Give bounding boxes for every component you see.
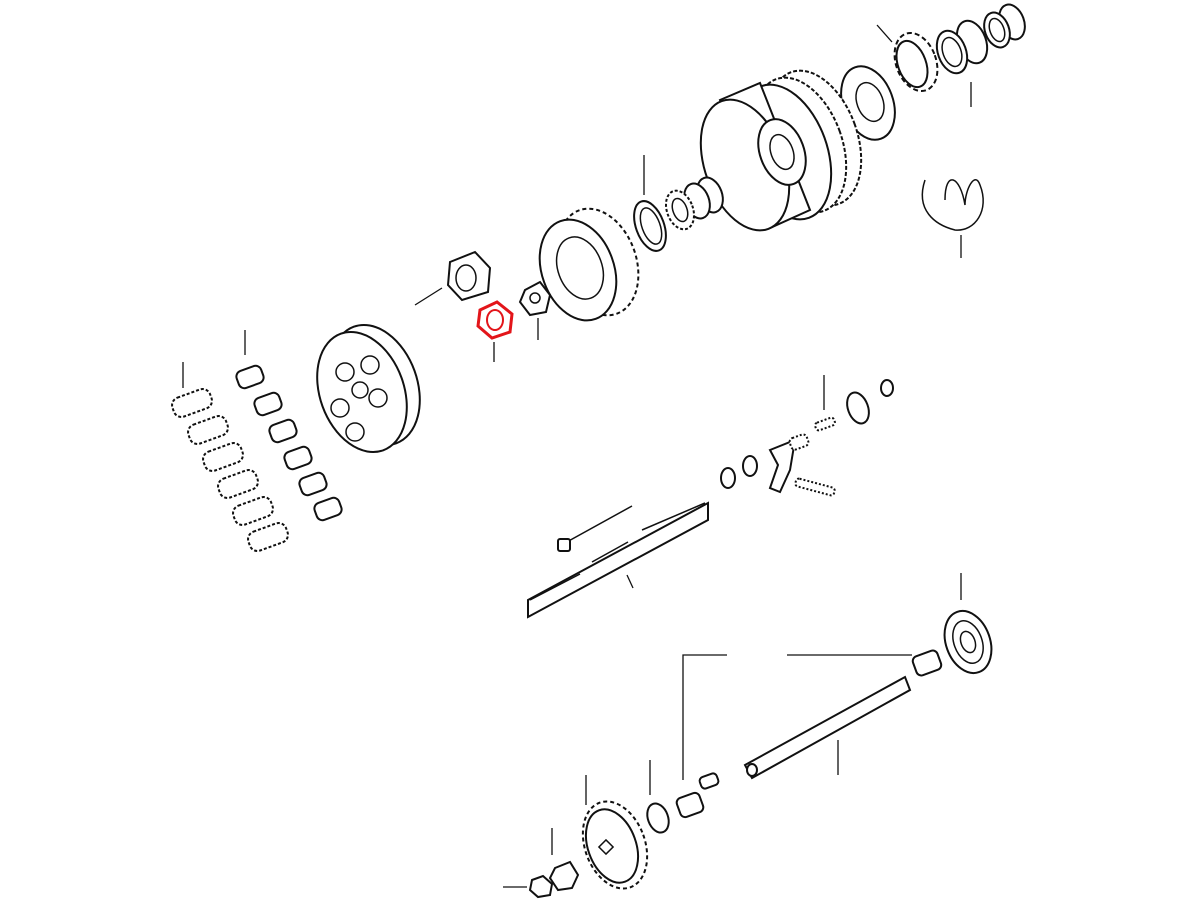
clutch-spring: [232, 496, 274, 526]
leader-line: [414, 287, 443, 306]
leader-line: [682, 654, 727, 780]
bushing: [911, 649, 943, 677]
release-mechanism: [720, 379, 894, 497]
clutch-spring: [247, 522, 289, 552]
spring-cup: [283, 445, 313, 471]
clutch-springs: [171, 388, 289, 552]
spring-cup: [268, 418, 298, 444]
ring: [633, 200, 667, 252]
washer: [720, 467, 736, 489]
hub-nut: [446, 250, 492, 302]
push-rod-with-head: [564, 505, 633, 544]
kickstart-assembly: [528, 610, 993, 899]
kickstart-spring: [943, 610, 993, 674]
needle-bearing: [664, 189, 696, 231]
washer: [742, 455, 758, 477]
bushing: [935, 19, 989, 75]
push-rod: [529, 573, 581, 601]
leader-lines: [182, 24, 972, 888]
shaft-end: [746, 763, 758, 777]
highlighted-lock-nut[interactable]: [476, 300, 514, 340]
screw: [880, 379, 894, 397]
return-spring: [794, 477, 836, 497]
spring-cup: [298, 471, 328, 497]
bushing: [675, 791, 705, 819]
kickstart-shaft: [743, 675, 912, 780]
spring-cup: [235, 364, 265, 390]
bushing: [983, 3, 1026, 49]
sprocket: [893, 31, 939, 93]
tab-washer: [698, 772, 720, 790]
leader-line: [876, 24, 893, 43]
tab-washer: [518, 280, 552, 317]
rod-card: [527, 501, 709, 619]
clutch-hub-gear: [538, 207, 640, 322]
spring-clip: [921, 178, 984, 231]
lock-washer: [548, 860, 580, 892]
clutch-spring: [202, 442, 244, 472]
small-spring: [788, 433, 810, 451]
pressure-plate: [316, 323, 421, 454]
push-rod-head: [557, 538, 571, 552]
washer: [646, 802, 670, 834]
clutch-spring: [187, 415, 229, 445]
clutch-spring: [217, 469, 259, 499]
push-rod: [591, 541, 629, 563]
leader-line: [626, 574, 634, 589]
push-rods: [527, 501, 709, 619]
clutch-spring: [171, 388, 213, 418]
spring-cup: [313, 496, 343, 522]
spring-cups: [235, 364, 343, 522]
nut: [528, 874, 554, 899]
spring-cup: [253, 391, 283, 417]
pin: [814, 416, 836, 432]
bushing: [846, 391, 870, 425]
push-rod: [641, 502, 706, 531]
